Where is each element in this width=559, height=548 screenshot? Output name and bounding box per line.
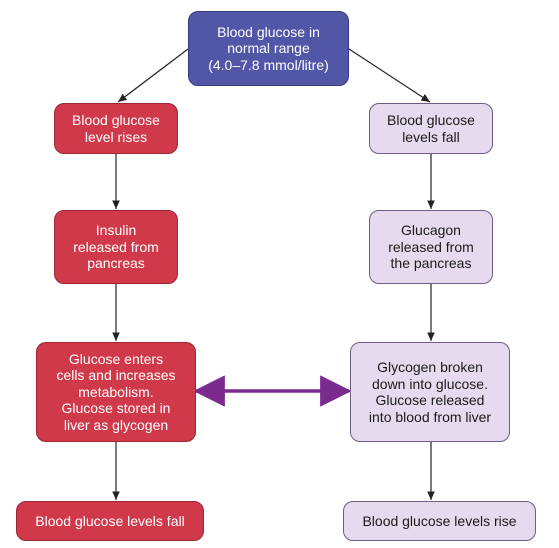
node-glucose-levels-fall: Blood glucose levels fall bbox=[369, 103, 493, 154]
arrow-top-to-right bbox=[348, 48, 431, 103]
node-glycogen-broken-down: Glycogen broken down into glucose. Gluco… bbox=[350, 342, 510, 442]
node-glucagon-released: Glucagon released from the pancreas bbox=[369, 210, 493, 284]
node-normal-range: Blood glucose in normal range (4.0–7.8 m… bbox=[188, 11, 349, 86]
node-glucose-level-rises: Blood glucose level rises bbox=[54, 103, 178, 154]
arrow-top-to-left bbox=[117, 48, 189, 103]
node-glucose-levels-rise-result: Blood glucose levels rise bbox=[343, 501, 536, 541]
node-insulin-released: Insulin released from pancreas bbox=[54, 210, 178, 284]
node-glucose-enters-cells: Glucose enters cells and increases metab… bbox=[36, 342, 196, 442]
node-glucose-levels-fall-result: Blood glucose levels fall bbox=[16, 501, 204, 541]
